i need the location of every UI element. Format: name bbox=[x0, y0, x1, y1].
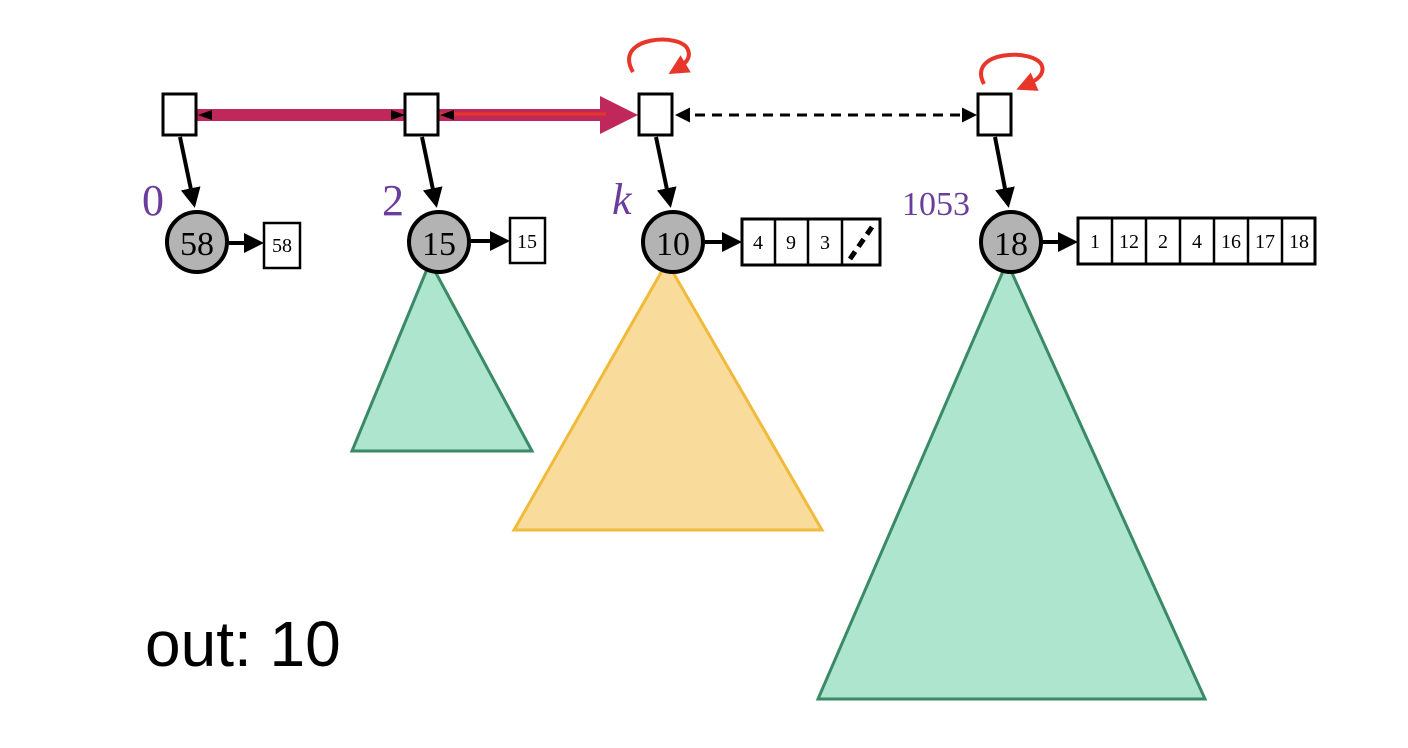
list-cell-value: 16 bbox=[1221, 231, 1241, 253]
list-outline bbox=[740, 217, 882, 267]
pointer-arrow-col-0 bbox=[178, 136, 201, 208]
subtree-triangle-col-k bbox=[511, 258, 825, 532]
list-cell-value: 2 bbox=[1158, 231, 1168, 253]
list-cell-value: 4 bbox=[1192, 231, 1202, 253]
subtree-triangle-col-2 bbox=[349, 258, 535, 453]
list-col-0: 58 bbox=[262, 221, 302, 270]
list-cell-value: 1 bbox=[1090, 231, 1100, 253]
self-loop-arrow-col-1053 bbox=[979, 52, 1045, 91]
list-cell-value: 3 bbox=[820, 232, 830, 254]
node-value-col-k: 10 bbox=[656, 226, 690, 263]
header-box-col-1053 bbox=[976, 92, 1013, 137]
list-cell-value: 18 bbox=[1289, 231, 1309, 253]
list-cell bbox=[508, 216, 547, 265]
index-label-col-2: 2 bbox=[382, 176, 404, 225]
pointer-arrow-col-k bbox=[654, 136, 677, 208]
subtree-triangle-col-1053 bbox=[815, 258, 1208, 701]
index-label-col-1053: 1053 bbox=[902, 186, 970, 223]
node-circle-col-1053 bbox=[979, 210, 1043, 274]
node-value-col-2: 15 bbox=[422, 226, 456, 263]
node-value-col-1053: 18 bbox=[994, 226, 1028, 263]
list-cell bbox=[262, 221, 302, 270]
list-col-k: 4 9 3 bbox=[740, 217, 882, 267]
list-cell-value: 9 bbox=[786, 232, 796, 254]
list-cell-value: 15 bbox=[517, 231, 537, 253]
header-box-col-0 bbox=[161, 92, 198, 137]
index-label-col-k: k bbox=[612, 175, 633, 224]
link-arrowhead-right-1 bbox=[391, 110, 405, 120]
header-box-col-k bbox=[637, 92, 674, 137]
output-text: out: 10 bbox=[145, 608, 341, 680]
list-col-1053: 1 12 2 4 16 17 18 bbox=[1076, 216, 1317, 266]
node-value-col-0: 58 bbox=[180, 226, 214, 263]
magenta-link-arrowhead bbox=[600, 96, 638, 134]
list-cell-value: 17 bbox=[1255, 231, 1275, 253]
self-loop-arrow-col-k bbox=[627, 37, 691, 75]
list-col-2: 15 bbox=[508, 216, 547, 265]
index-label-col-0: 0 bbox=[142, 176, 164, 225]
list-cell-value: 58 bbox=[272, 235, 292, 257]
link-arrowhead-left-2 bbox=[440, 110, 454, 120]
pointer-arrow-col-2 bbox=[420, 136, 443, 208]
node-circle-col-0 bbox=[165, 210, 229, 274]
list-cell-value: 12 bbox=[1119, 231, 1139, 253]
link-arrowhead-left-1 bbox=[198, 110, 212, 120]
node-circle-col-2 bbox=[407, 210, 471, 274]
header-box-col-2 bbox=[403, 92, 440, 137]
removed-entry-slash bbox=[847, 225, 875, 261]
list-outline bbox=[1076, 216, 1317, 266]
list-cell-value: 4 bbox=[753, 232, 763, 254]
pointer-arrow-col-1053 bbox=[993, 136, 1015, 208]
node-circle-col-k bbox=[641, 210, 705, 274]
